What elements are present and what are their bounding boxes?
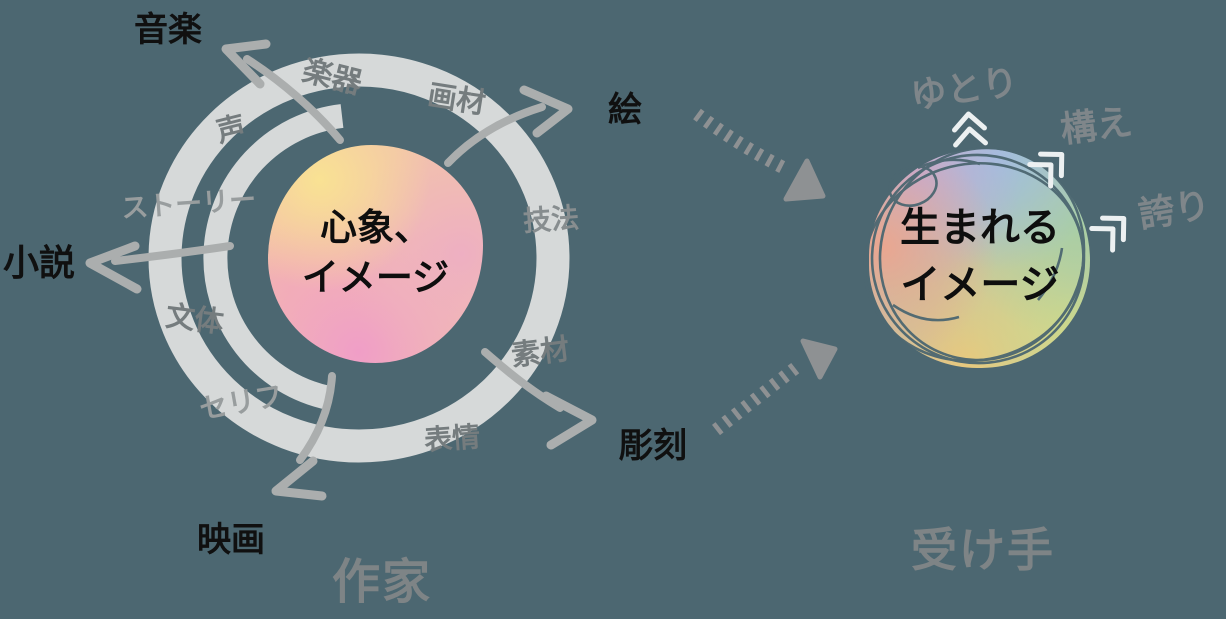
- ring-word-writing-style: 文体: [163, 298, 226, 340]
- label-receiver: 受け手: [911, 523, 1055, 577]
- ring-word-material: 素材: [509, 331, 572, 373]
- dashed-arrow-to-receiver-lower: [712, 338, 838, 436]
- ring-word-expression: 表情: [423, 420, 482, 457]
- label-sculpture: 彫刻: [619, 426, 687, 466]
- arrow-to-movie: [271, 372, 336, 501]
- chevron-up-right-icon-pride: [1089, 215, 1127, 253]
- word-stance: 構え: [1058, 101, 1135, 152]
- ring-word-technique: 技法: [522, 201, 581, 238]
- mental-image-blob: [268, 145, 483, 363]
- word-pride: 誇り: [1135, 184, 1214, 237]
- mental-image-caption-line1: 心象、: [320, 206, 431, 249]
- label-novel: 小説: [3, 243, 76, 284]
- ring-word-art-materials: 画材: [425, 77, 489, 121]
- born-image-caption-line2: イメージ: [900, 261, 1060, 308]
- label-picture: 絵: [608, 90, 642, 130]
- mental-image-caption: 心象、 イメージ: [263, 203, 488, 303]
- arrow-to-sculpture: [481, 348, 597, 450]
- arrow-to-picture: [444, 85, 573, 167]
- dashed-arrow-to-receiver-upper: [693, 108, 826, 202]
- arrow-to-music: [221, 39, 344, 144]
- chevron-up-right-icon-stance: [1027, 151, 1065, 189]
- label-movie: 映画: [197, 520, 265, 560]
- chevron-up-icon-ease: [952, 111, 988, 148]
- born-image-caption: 生まれる イメージ: [868, 200, 1092, 314]
- scribble-outline: [863, 146, 1086, 365]
- born-image-caption-line1: 生まれる: [900, 205, 1060, 251]
- label-music: 音楽: [134, 10, 202, 50]
- mental-image-caption-line2: イメージ: [301, 255, 450, 299]
- label-author: 作家: [332, 554, 433, 610]
- arrow-to-novel: [85, 241, 234, 294]
